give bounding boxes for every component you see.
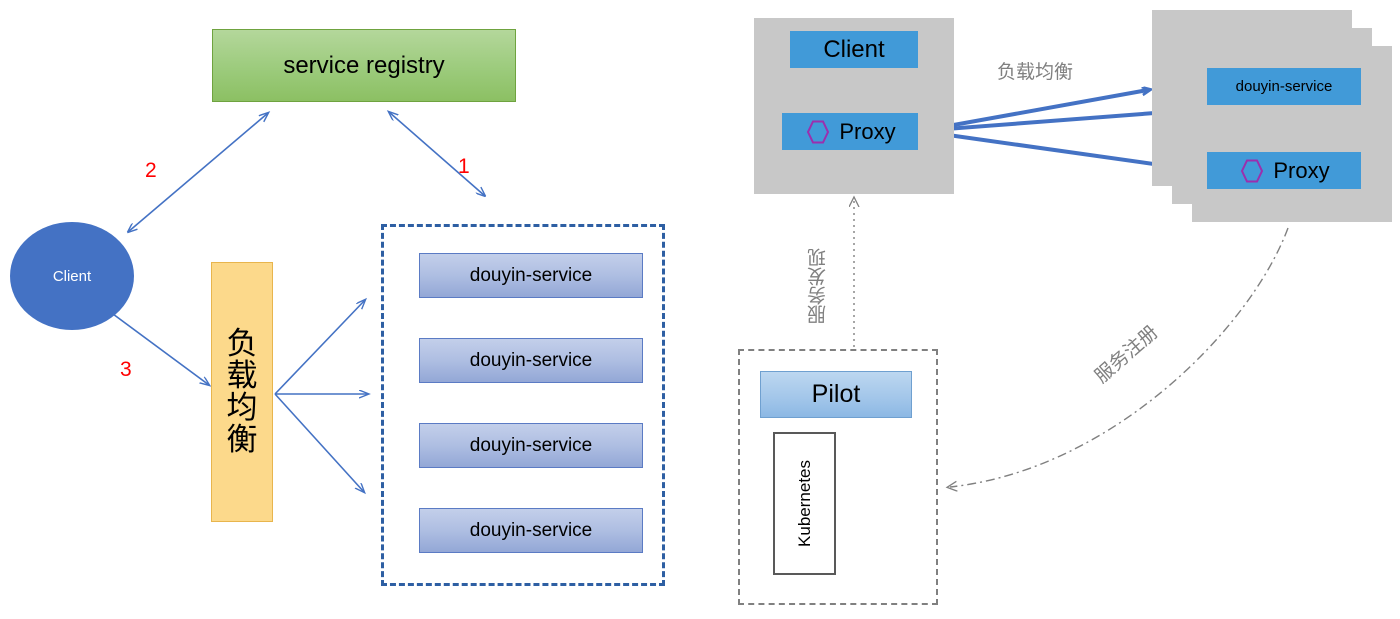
load-balancing-label: 负载均衡 bbox=[997, 62, 1074, 83]
lb-char-1: 负 bbox=[226, 326, 258, 362]
service-proxy-label: Proxy bbox=[1273, 157, 1330, 183]
douyin-service-label: douyin-service bbox=[469, 434, 593, 456]
step-number-1: 1 bbox=[458, 155, 470, 178]
load-balancer-box[interactable]: 负 载 均 衡 bbox=[211, 262, 273, 522]
service-proxy-chip[interactable]: Proxy bbox=[1207, 152, 1361, 189]
douyin-service-instance-4[interactable]: douyin-service bbox=[419, 508, 643, 553]
lb-char-4: 衡 bbox=[226, 421, 258, 457]
arrow-lb-replica-1 bbox=[919, 90, 1148, 133]
lb-char-2: 载 bbox=[226, 358, 258, 394]
client-app-chip[interactable]: Client bbox=[790, 31, 918, 68]
arrow-lb-replica-2 bbox=[919, 112, 1168, 133]
douyin-service-label: douyin-service bbox=[469, 349, 593, 371]
client-label: Client bbox=[52, 267, 92, 285]
hexagon-icon bbox=[1238, 157, 1266, 185]
service-registry-label: service registry bbox=[283, 51, 445, 79]
lb-char-3: 均 bbox=[226, 390, 258, 425]
service-discovery-label: 服务发现 bbox=[808, 248, 829, 324]
kubernetes-box[interactable]: Kubernetes bbox=[773, 432, 836, 575]
arrow-lb-service-1 bbox=[274, 300, 365, 395]
arrow-lb-service-3 bbox=[274, 393, 364, 492]
service-registry-box[interactable]: service registry bbox=[212, 29, 516, 102]
client-proxy-label: Proxy bbox=[839, 118, 896, 144]
client-node[interactable]: Client bbox=[10, 222, 134, 330]
kubernetes-label: Kubernetes bbox=[794, 460, 814, 547]
service-app-label: douyin-service bbox=[1235, 78, 1333, 95]
step-number-2: 2 bbox=[145, 159, 157, 182]
client-app-label: Client bbox=[823, 35, 885, 63]
hexagon-icon bbox=[804, 118, 832, 146]
pilot-label: Pilot bbox=[811, 380, 861, 408]
control-plane-container bbox=[738, 349, 938, 605]
arrow-registry-client bbox=[128, 113, 268, 232]
douyin-service-instance-2[interactable]: douyin-service bbox=[419, 338, 643, 383]
arrow-client-loadbalancer bbox=[112, 313, 209, 385]
douyin-service-label: douyin-service bbox=[469, 264, 593, 286]
client-proxy-chip[interactable]: Proxy bbox=[782, 113, 918, 150]
douyin-service-label: douyin-service bbox=[469, 519, 593, 541]
service-app-chip[interactable]: douyin-service bbox=[1207, 68, 1361, 105]
douyin-service-instance-3[interactable]: douyin-service bbox=[419, 423, 643, 468]
douyin-service-instance-1[interactable]: douyin-service bbox=[419, 253, 643, 298]
pilot-box[interactable]: Pilot bbox=[760, 371, 912, 418]
arrow-registry-services bbox=[389, 112, 485, 196]
service-instances-container bbox=[381, 224, 665, 586]
step-number-3: 3 bbox=[120, 358, 132, 381]
